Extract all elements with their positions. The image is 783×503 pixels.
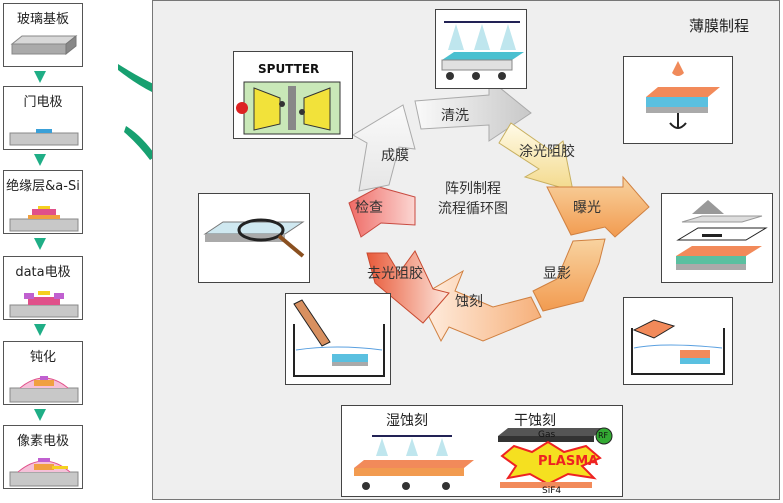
magnifier-inspect-icon xyxy=(203,218,305,258)
sputter-panel: SPUTTER xyxy=(233,51,353,139)
step-glass-substrate: 玻璃基板 xyxy=(3,3,83,67)
cycle-label-film: 成膜 xyxy=(381,148,409,164)
cycle-label-expose: 曝光 xyxy=(573,200,601,216)
inspect-panel xyxy=(198,193,310,283)
arrow-coat xyxy=(498,122,574,192)
sputter-label: SPUTTER xyxy=(258,62,320,76)
center-line-2: 流程循环图 xyxy=(438,201,508,217)
exposure-mask-icon xyxy=(676,200,768,270)
insulator-layer-icon xyxy=(9,206,79,232)
step-gate-electrode: 门电极 xyxy=(3,86,83,150)
step-label: 玻璃基板 xyxy=(16,12,69,27)
cycle-label-etch: 蚀刻 xyxy=(455,294,483,310)
process-cycle-diagram xyxy=(348,77,650,343)
etch-panel: 湿蚀刻 干蚀刻 PLASMA Gas RF SiF4 xyxy=(341,405,623,497)
dry-etch-label: 干蚀刻 xyxy=(514,413,556,429)
panel-title: 薄膜制程 xyxy=(688,17,749,35)
glass-substrate-icon xyxy=(10,34,78,56)
arrow-down-icon xyxy=(34,409,46,421)
cycle-label-strip: 去光阻胶 xyxy=(367,266,423,282)
resist-strip-bath-icon xyxy=(293,299,385,377)
arrow-down-icon xyxy=(34,324,46,336)
cycle-center-label: 阵列制程 流程循环图 xyxy=(413,179,533,219)
step-label: 门电极 xyxy=(23,95,63,110)
step-label: data电极 xyxy=(15,265,71,280)
coat-panel xyxy=(623,56,733,144)
arrow-down-icon xyxy=(34,238,46,250)
step-passivation: 钝化 xyxy=(3,341,83,405)
sif-label: SiF4 xyxy=(542,486,562,496)
clean-shower-icon xyxy=(441,21,524,80)
cycle-label-coat: 涂光阻胶 xyxy=(519,144,575,160)
rf-label: RF xyxy=(598,431,609,440)
sputter-chamber-icon xyxy=(236,81,341,135)
cycle-label-develop: 显影 xyxy=(543,266,571,282)
develop-bath-icon xyxy=(631,319,725,375)
curve-arrow-icon xyxy=(118,64,158,160)
arrow-strip xyxy=(366,250,450,324)
plasma-label: PLASMA xyxy=(538,454,599,469)
arrow-expose xyxy=(546,175,650,238)
gas-label: Gas xyxy=(538,430,556,440)
wet-etch-label: 湿蚀刻 xyxy=(386,413,428,429)
arrow-down-icon xyxy=(34,71,46,83)
step-pixel-electrode: 像素电极 xyxy=(3,425,83,489)
develop-panel xyxy=(623,297,733,385)
etch-methods-icon xyxy=(354,427,613,490)
clean-panel xyxy=(435,9,527,89)
arrow-etch xyxy=(418,269,542,343)
cycle-label-inspect: 检查 xyxy=(355,200,383,216)
step-label: 像素电极 xyxy=(16,434,69,449)
thin-film-process-panel: 薄膜制程 清洗 涂光阻胶 曝光 显影 蚀刻 去光阻胶 检查 成膜 xyxy=(152,0,780,500)
center-line-1: 阵列制程 xyxy=(445,181,501,197)
photoresist-coat-icon xyxy=(646,61,720,129)
gate-electrode-icon xyxy=(9,129,79,146)
data-electrode-icon xyxy=(9,291,79,318)
step-insulator-asi: 绝缘层&a-Si xyxy=(3,170,83,234)
step-label: 绝缘层&a-Si xyxy=(6,179,80,194)
step-data-electrode: data电极 xyxy=(3,256,83,320)
strip-panel xyxy=(285,293,391,385)
arrow-film xyxy=(352,104,416,192)
arrow-down-icon xyxy=(34,154,46,166)
cycle-label-clean: 清洗 xyxy=(441,108,469,124)
step-label: 钝化 xyxy=(29,350,56,365)
process-steps: 玻璃基板 门电极 绝缘层&a-Si data电极 xyxy=(0,0,90,503)
arrow-develop xyxy=(532,238,606,312)
passivation-icon xyxy=(9,376,79,403)
expose-panel xyxy=(661,193,773,283)
pixel-electrode-icon xyxy=(9,458,79,487)
